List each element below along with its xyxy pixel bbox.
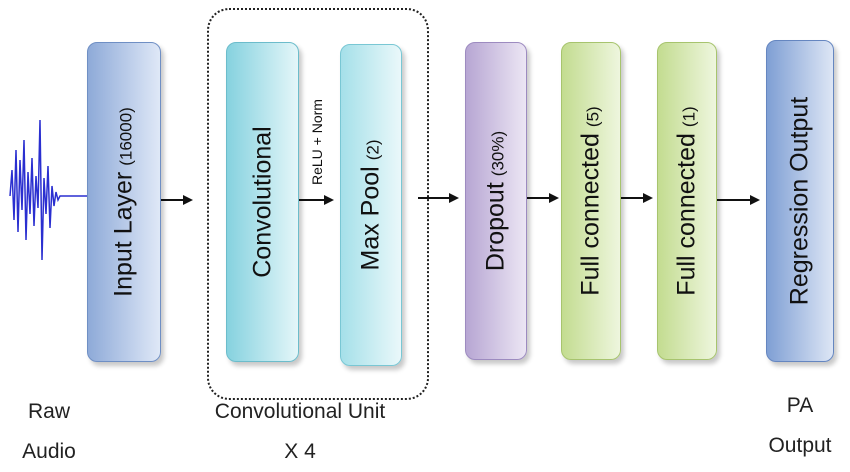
raw-audio-waveform [9, 119, 88, 261]
full-connected-1-param: (1) [679, 106, 699, 128]
input-layer-block: Input Layer (16000) [87, 42, 161, 362]
dropout-label: Dropout [481, 182, 510, 272]
max-pool-param: (2) [363, 139, 383, 161]
input-layer-param: (16000) [116, 107, 136, 166]
regression-output-text: Regression Output [785, 96, 814, 306]
full-connected-1-label: Full connected [672, 133, 701, 296]
relu-norm-label: ReLU + Norm [309, 99, 325, 185]
full-connected-5-block: Full connected (5) [561, 42, 621, 360]
convolutional-unit-repeat-caption: X 4 [284, 440, 316, 463]
full-connected-1-text: Full connected (1) [672, 106, 701, 296]
pa-output-caption-line1: PA [786, 394, 814, 417]
full-connected-5-param: (5) [583, 106, 603, 128]
max-pool-label: Max Pool [356, 166, 385, 271]
regression-output-label: Regression Output [785, 96, 814, 306]
dropout-block: Dropout (30%) [465, 42, 527, 360]
full-connected-5-text: Full connected (5) [576, 106, 605, 296]
regression-output-block: Regression Output [766, 40, 834, 362]
full-connected-5-label: Full connected [576, 133, 605, 296]
input-layer-text: Input Layer (16000) [109, 107, 138, 297]
convolutional-label: Convolutional [248, 126, 276, 278]
dropout-param: (30%) [488, 130, 508, 177]
max-pool-block: Max Pool (2) [340, 44, 402, 366]
convolutional-unit-box [207, 8, 429, 400]
pa-output-caption-line2: Output [768, 434, 832, 457]
raw-audio-caption-line1: Raw [27, 400, 70, 423]
dropout-text: Dropout (30%) [481, 130, 510, 272]
convolutional-unit-caption: Convolutional Unit [214, 400, 386, 423]
max-pool-text: Max Pool (2) [356, 139, 385, 271]
convolutional-text: Convolutional [248, 126, 276, 278]
convolutional-block: Convolutional [226, 42, 299, 362]
raw-audio-caption-line2: Audio [22, 440, 76, 463]
full-connected-1-block: Full connected (1) [657, 42, 717, 360]
input-layer-label: Input Layer [109, 171, 138, 297]
